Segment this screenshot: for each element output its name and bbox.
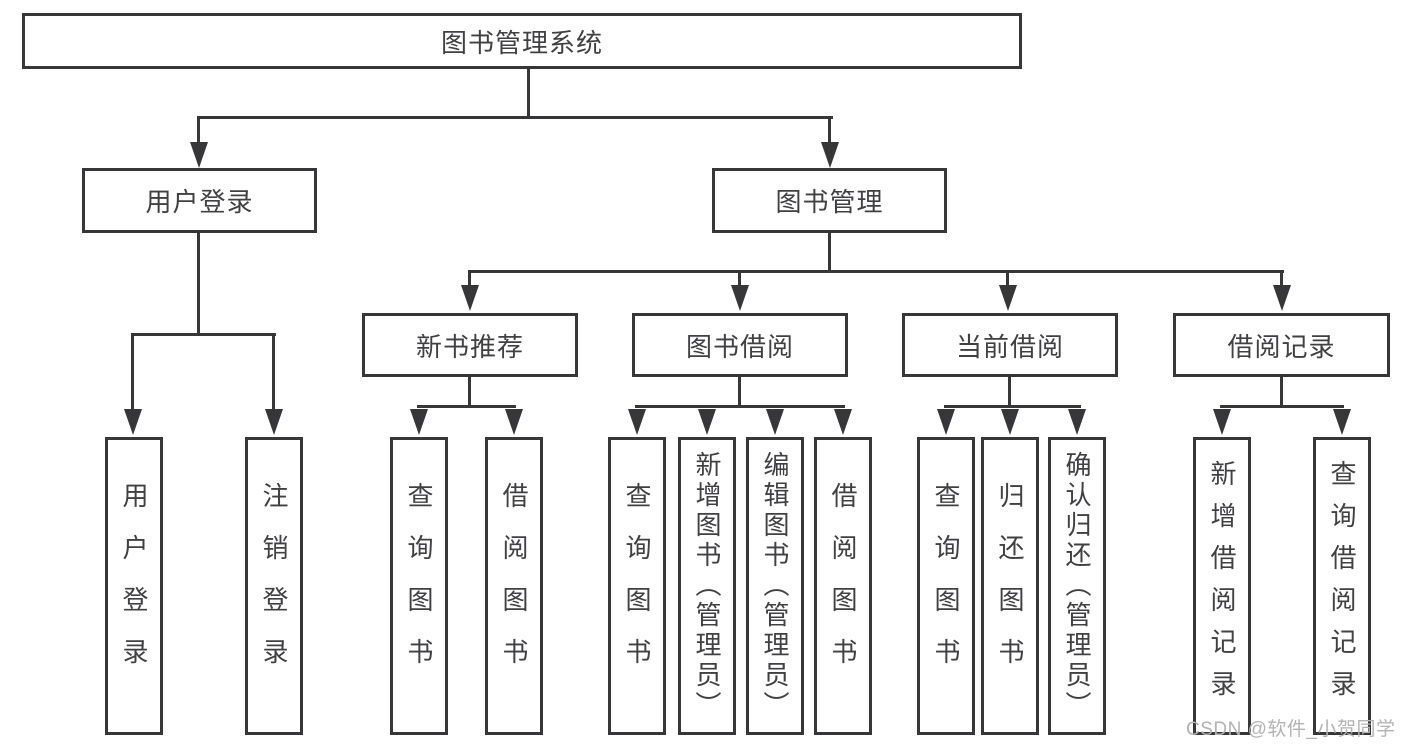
node-borrowing-records: 借阅记录 [1173,313,1390,377]
connector-line [197,116,833,119]
connector-line [197,231,200,336]
connector-line [468,270,1284,273]
node-new-book-recommendation: 新书推荐 [362,313,578,377]
watermark: CSDN @软件_小贺同学 [1186,719,1396,740]
connector-line [131,333,134,411]
arrowhead-down [821,142,839,168]
connector-line [131,333,276,336]
arrowhead-down [1068,409,1086,435]
leaf-return-books: 归还图书 [981,437,1039,735]
arrowhead-down [834,409,852,435]
leaf-query-books-current: 查询图书 [917,437,975,735]
arrowhead-down [1273,285,1291,311]
leaf-query-books-borrowing: 查询图书 [608,437,666,735]
arrowhead-down [628,409,646,435]
connector-line [1008,375,1011,408]
connector-line [944,405,1081,408]
arrowhead-down [1333,409,1351,435]
arrowhead-down [505,409,523,435]
leaf-borrow-books-borrowing: 借阅图书 [814,437,872,735]
leaf-add-book-admin: 新增图书（管理员） [678,437,736,735]
leaf-query-borrow-record: 查询借阅记录 [1313,437,1371,735]
arrowhead-down [731,285,749,311]
leaf-edit-book-admin: 编辑图书（管理员） [746,437,804,735]
leaf-confirm-return-admin: 确认归还（管理员） [1048,437,1106,735]
connector-line [468,270,471,287]
leaf-borrow-books-recommend: 借阅图书 [485,437,543,735]
arrowhead-down [766,409,784,435]
arrowhead-down [124,409,142,435]
connector-line [468,375,471,408]
connector-line [1280,270,1283,287]
connector-line [1280,375,1283,408]
arrowhead-down [410,409,428,435]
node-user-login: 用户登录 [82,168,317,233]
node-current-borrowing: 当前借阅 [902,313,1118,377]
leaf-user-login: 用户登录 [105,437,163,735]
connector-line [738,270,741,287]
arrowhead-down [937,409,955,435]
arrowhead-down [698,409,716,435]
connector-line [527,69,530,118]
connector-line [828,231,831,273]
leaf-logout: 注销登录 [245,437,303,735]
node-root-library-management-system: 图书管理系统 [22,13,1022,69]
connector-line [635,405,845,408]
connector-line [738,375,741,408]
leaf-add-borrow-record: 新增借阅记录 [1193,437,1251,735]
arrowhead-down [1213,409,1231,435]
connector-line [1220,405,1344,408]
leaf-query-books-recommend: 查询图书 [390,437,448,735]
connector-line [417,405,516,408]
connector-line [1006,270,1009,287]
connector-line [197,116,200,143]
arrowhead-down [1001,409,1019,435]
arrowhead-down [461,285,479,311]
arrowhead-down [265,409,283,435]
connector-line [272,333,275,411]
arrowhead-down [999,285,1017,311]
node-book-borrowing: 图书借阅 [632,313,848,377]
connector-line [828,116,831,143]
node-book-management: 图书管理 [712,168,947,233]
arrowhead-down [190,142,208,168]
